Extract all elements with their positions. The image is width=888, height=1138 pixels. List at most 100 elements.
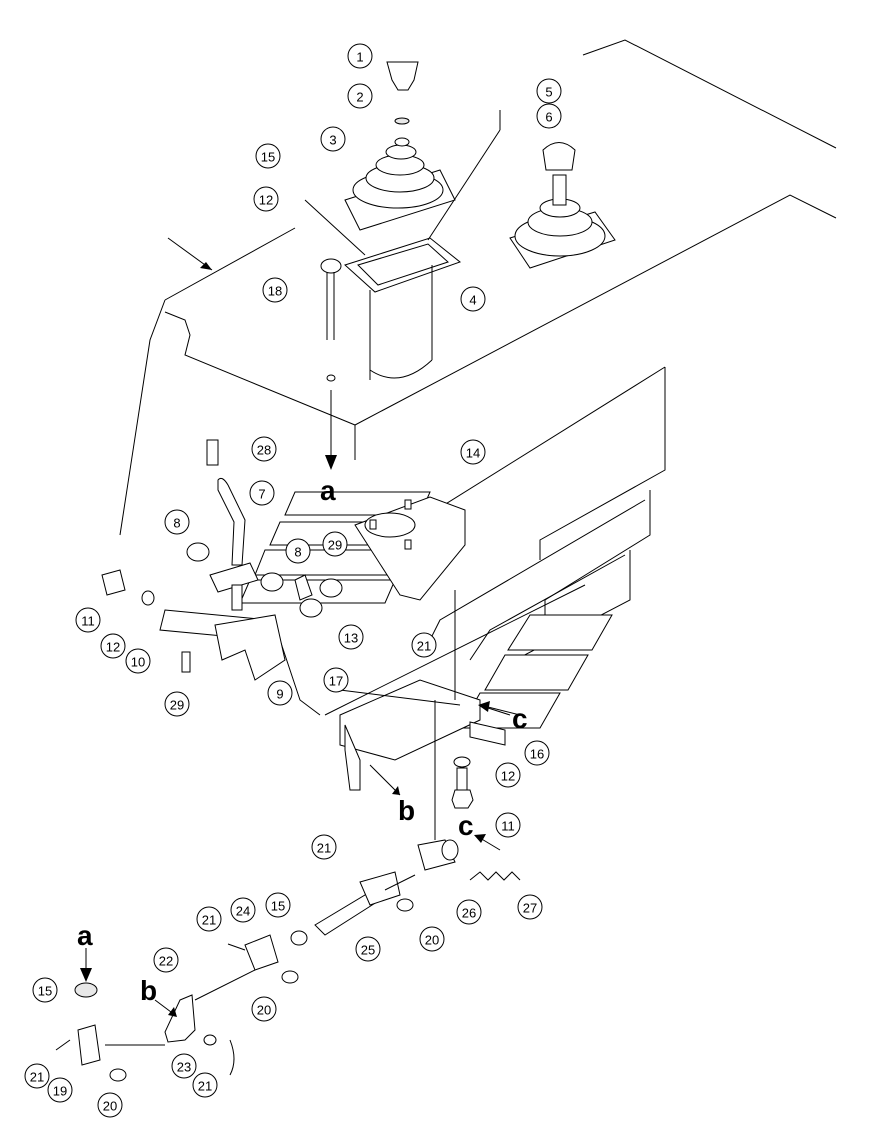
callout-13: 13 — [338, 624, 364, 650]
callout-number: 10 — [131, 655, 145, 670]
upper-bracket — [354, 496, 466, 601]
callout-number: 9 — [276, 687, 283, 702]
callout-number: 12 — [501, 769, 515, 784]
callout-24: 24 — [230, 897, 256, 923]
callout-number: 19 — [53, 1084, 67, 1099]
cab-outline — [119, 39, 837, 536]
callout-number: 6 — [545, 110, 552, 125]
callout-12: 12 — [253, 186, 279, 212]
callout-12: 12 — [495, 762, 521, 788]
callout-11: 11 — [495, 812, 521, 838]
callout-number: 24 — [236, 904, 250, 919]
lever-rod — [320, 258, 342, 470]
callout-15: 15 — [32, 977, 58, 1003]
callout-17: 17 — [323, 667, 349, 693]
callout-number: 26 — [462, 906, 476, 921]
callout-15: 15 — [265, 892, 291, 918]
callout-22: 22 — [153, 947, 179, 973]
callout-number: 21 — [202, 913, 216, 928]
lower-bracket — [339, 590, 521, 840]
callout-number: 28 — [257, 443, 271, 458]
linkage-rod — [244, 839, 521, 984]
callout-6: 6 — [536, 103, 562, 129]
callout-5: 5 — [536, 78, 562, 104]
callout-23: 23 — [171, 1053, 197, 1079]
callout-20: 20 — [97, 1092, 123, 1118]
callout-number: 21 — [30, 1070, 44, 1085]
callout-16: 16 — [524, 740, 550, 766]
callout-number: 8 — [294, 545, 301, 560]
callout-number: 29 — [170, 698, 184, 713]
callout-21: 21 — [192, 1072, 218, 1098]
callout-number: 12 — [106, 640, 120, 655]
callout-number: 25 — [361, 943, 375, 958]
callout-number: 7 — [258, 487, 265, 502]
callout-number: 15 — [261, 150, 275, 165]
callout-number: 21 — [317, 841, 331, 856]
callout-number: 3 — [329, 133, 336, 148]
callout-number: 15 — [38, 984, 52, 999]
view-letter: b — [140, 975, 157, 1006]
view-letter: b — [398, 795, 415, 826]
callout-number: 14 — [466, 446, 480, 461]
callout-4: 4 — [460, 286, 486, 312]
callout-number: 20 — [425, 933, 439, 948]
callout-number: 5 — [545, 85, 552, 100]
callout-20: 20 — [419, 926, 445, 952]
callout-number: 29 — [328, 538, 342, 553]
view-letter: a — [77, 920, 93, 951]
callout-28: 28 — [251, 436, 277, 462]
callout-number: 2 — [356, 90, 363, 105]
callout-number: 1 — [356, 50, 363, 65]
callout-21: 21 — [196, 906, 222, 932]
callout-number: 16 — [530, 747, 544, 762]
callout-number: 4 — [469, 293, 476, 308]
callout-26: 26 — [456, 899, 482, 925]
callout-15: 15 — [255, 143, 281, 169]
callout-3: 3 — [320, 126, 346, 152]
callout-number: 20 — [257, 1003, 271, 1018]
callout-21: 21 — [24, 1063, 50, 1089]
callout-21: 21 — [311, 834, 337, 860]
small-parts-lower-left — [55, 943, 256, 1082]
callout-number: 18 — [268, 284, 282, 299]
callout-number: 15 — [271, 899, 285, 914]
view-letter-labels: a a b b c c — [77, 475, 528, 1006]
callout-19: 19 — [47, 1077, 73, 1103]
control-boot — [344, 61, 456, 231]
callout-8: 8 — [285, 538, 311, 564]
view-arrows — [80, 701, 511, 1017]
callout-14: 14 — [460, 439, 486, 465]
callout-number: 13 — [344, 631, 358, 646]
lever-subassembly — [101, 439, 343, 681]
callout-number: 20 — [103, 1099, 117, 1114]
callout-9: 9 — [267, 680, 293, 706]
callout-number: 21 — [417, 639, 431, 654]
callout-number: 12 — [259, 193, 273, 208]
callout-1: 1 — [347, 43, 373, 69]
callout-11: 11 — [75, 607, 101, 633]
joystick-boot — [509, 142, 616, 269]
callout-12: 12 — [100, 633, 126, 659]
callout-number: 27 — [523, 901, 537, 916]
callout-number: 21 — [198, 1079, 212, 1094]
callout-2: 2 — [347, 83, 373, 109]
callout-number: 8 — [173, 516, 180, 531]
callout-29: 29 — [164, 691, 190, 717]
callout-number: 11 — [501, 819, 515, 834]
boot-plate — [304, 110, 501, 380]
callout-number: 11 — [81, 614, 95, 629]
callout-18: 18 — [262, 277, 288, 303]
callout-25: 25 — [355, 936, 381, 962]
view-letter: c — [512, 703, 528, 734]
callout-group: 1234567889101111121212131415151516171819… — [24, 43, 562, 1118]
callout-29: 29 — [322, 531, 348, 557]
callout-number: 23 — [177, 1060, 191, 1075]
callout-8: 8 — [164, 509, 190, 535]
callout-number: 17 — [329, 674, 343, 689]
callout-27: 27 — [517, 894, 543, 920]
callout-21: 21 — [411, 632, 437, 658]
callout-7: 7 — [249, 480, 275, 506]
view-letter: c — [458, 810, 474, 841]
